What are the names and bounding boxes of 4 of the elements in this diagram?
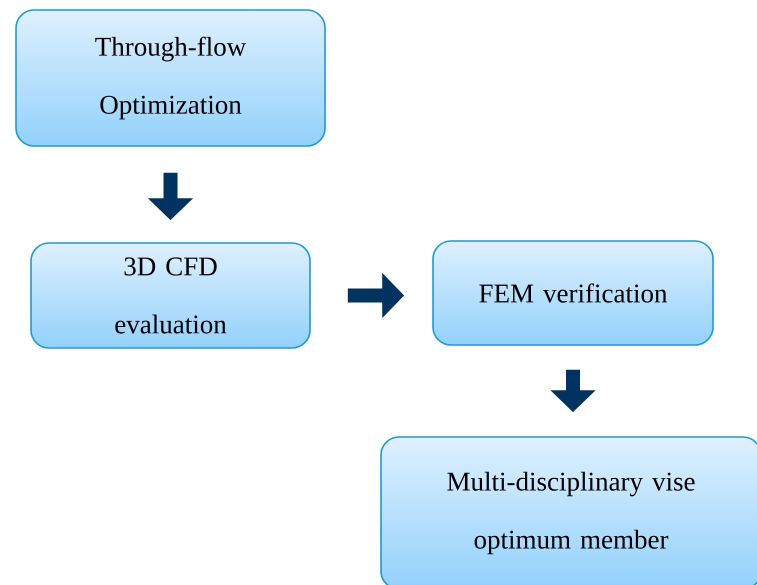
process-box: FEM verification xyxy=(432,240,714,346)
process-box: 3D CFD evaluation xyxy=(30,242,311,349)
process-box: Multi-disciplinary vise optimum member xyxy=(380,436,757,585)
process-box: Through-flow Optimization xyxy=(15,9,326,147)
